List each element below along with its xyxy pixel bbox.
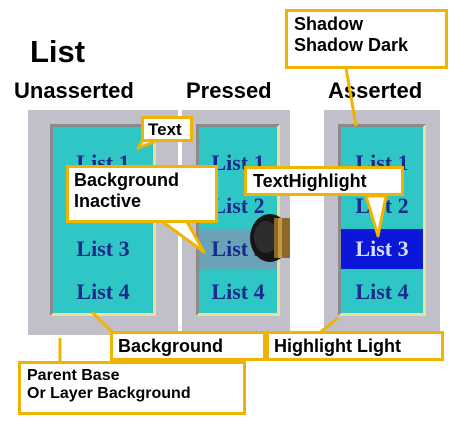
- list-item[interactable]: List 4: [355, 279, 409, 304]
- column-heading-asserted: Asserted: [328, 78, 423, 103]
- list-item[interactable]: List 3: [76, 236, 130, 261]
- callout-text: Text: [141, 116, 193, 142]
- callout-highlight-light: Highlight Light: [266, 331, 444, 361]
- column-heading-unasserted: Unasserted: [14, 78, 134, 103]
- list-item[interactable]: List 4: [211, 279, 265, 304]
- list-item-highlighted[interactable]: List 3: [341, 229, 423, 269]
- stylus-pen-icon: [250, 214, 290, 262]
- list-item[interactable]: List 4: [76, 279, 130, 304]
- list-item[interactable]: List 2: [211, 193, 265, 218]
- callout-background-inactive: Background Inactive: [66, 165, 218, 223]
- callout-background: Background: [110, 331, 266, 361]
- callout-parent-base: Parent Base Or Layer Background: [18, 361, 246, 415]
- callout-parent-base-line1: Parent Base: [27, 367, 120, 384]
- callout-shadow-line2: Shadow Dark: [294, 34, 409, 55]
- callout-shadow-line1: Shadow: [294, 14, 364, 34]
- list-asserted: List 1 List 2 List 3 List 4: [338, 124, 426, 316]
- callout-parent-base-line2: Or Layer Background: [27, 385, 191, 403]
- callout-background-inactive-line2: Inactive: [74, 190, 142, 211]
- callout-background-inactive-line1: Background: [74, 170, 180, 190]
- column-heading-pressed: Pressed: [186, 78, 272, 103]
- callout-text-highlight: TextHighlight: [244, 166, 404, 196]
- diagram-title: List: [30, 34, 86, 69]
- callout-shadow: Shadow Shadow Dark: [285, 9, 448, 69]
